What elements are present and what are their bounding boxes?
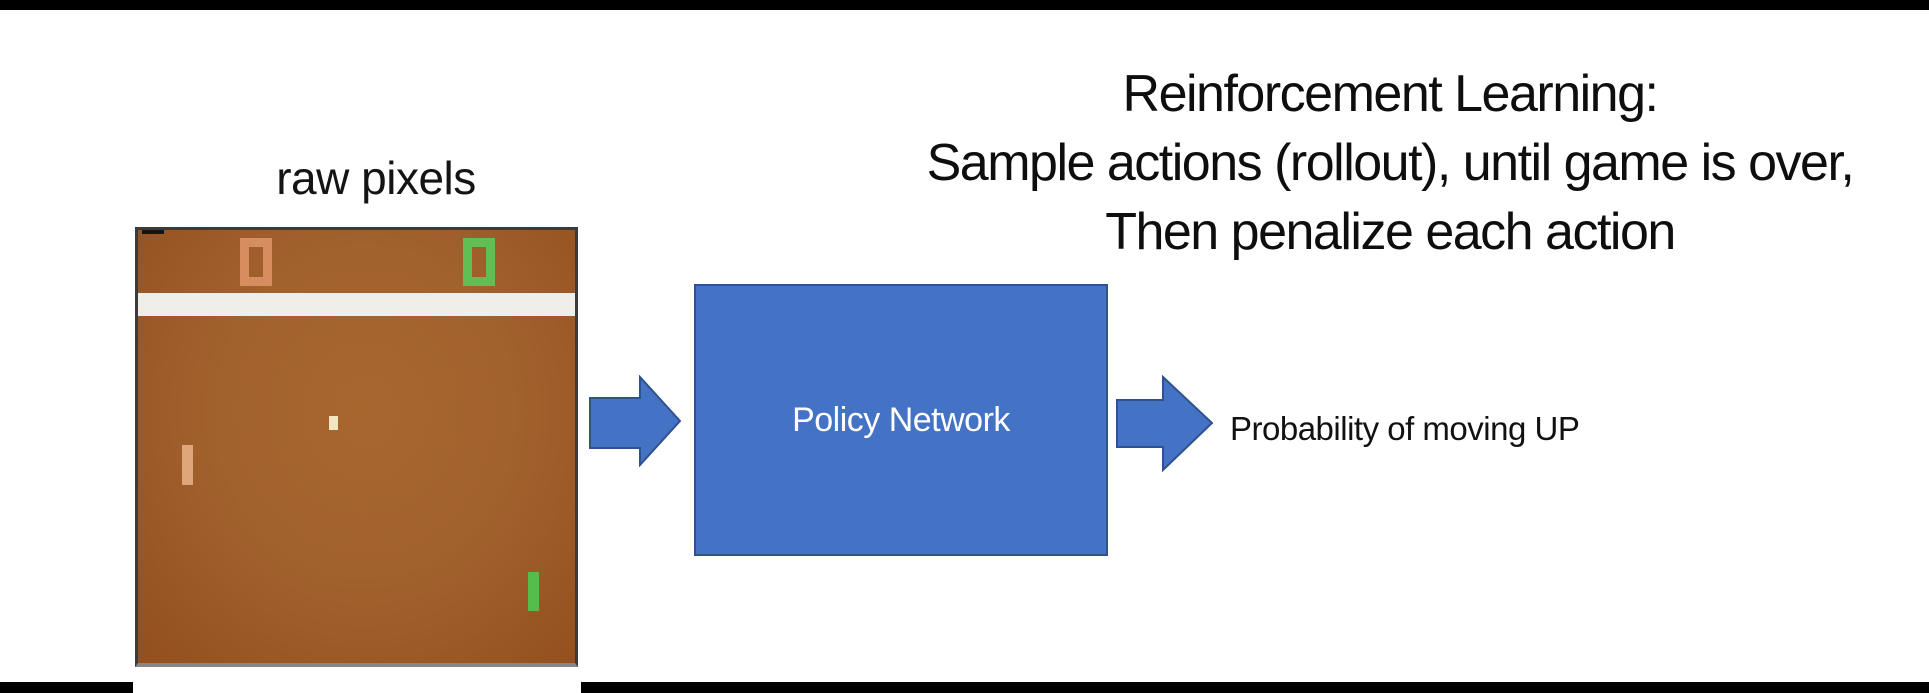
output-arrow-shape <box>1116 375 1214 472</box>
input-arrow-icon <box>589 375 682 467</box>
pong-ball <box>329 416 338 430</box>
title-line-1: Reinforcement Learning: <box>1122 65 1659 123</box>
pong-top-wall <box>138 293 575 316</box>
pong-right-score-zero <box>463 238 495 286</box>
raw-pixels-caption: raw pixels <box>276 152 476 204</box>
pong-corner-artifact <box>142 230 164 234</box>
bottom-letterbox-bar-right <box>581 682 1929 693</box>
title-line-2: Sample actions (rollout), until game is … <box>926 134 1855 192</box>
pong-left-paddle <box>182 445 193 485</box>
top-letterbox-bar <box>0 0 1929 10</box>
bottom-letterbox-bar-left <box>0 682 133 693</box>
input-arrow-shape <box>589 375 682 467</box>
slide-title: Reinforcement Learning: Sample actions (… <box>855 60 1925 267</box>
pong-right-paddle <box>528 572 539 611</box>
title-line-3: Then penalize each action <box>1105 203 1676 261</box>
output-arrow-icon <box>1116 375 1214 472</box>
pong-game-screenshot <box>135 227 578 667</box>
policy-network-box: Policy Network <box>694 284 1108 556</box>
policy-network-label: Policy Network <box>792 400 1010 439</box>
probability-output-label: Probability of moving UP <box>1230 410 1580 447</box>
pong-left-score-zero <box>240 238 272 286</box>
